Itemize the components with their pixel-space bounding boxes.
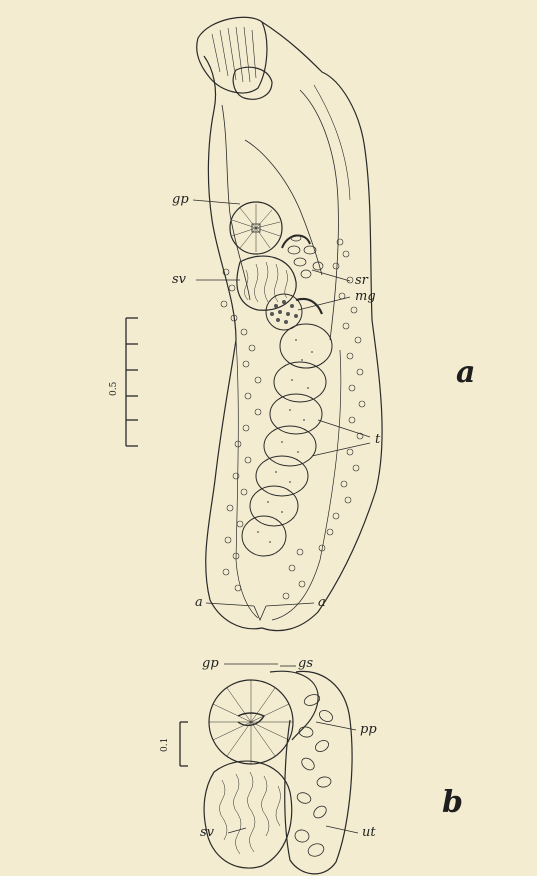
label-genital-sinus-b: gs (298, 657, 313, 670)
label-cecum-right-a: a (318, 596, 326, 609)
figure-a-specimen (197, 17, 382, 630)
scale-label-a: 0.5 (109, 382, 119, 396)
panel-label-b: b (442, 788, 463, 818)
label-seminal-vesicle-b: sv (200, 826, 214, 839)
panel-label-a: a (456, 358, 475, 388)
genital-sucker-rays (232, 204, 280, 252)
label-seminal-receptacle-a: sr (355, 274, 368, 287)
figure-b-specimen (204, 671, 352, 874)
label-testes-a: t (375, 433, 380, 446)
scale-label-b: 0.1 (160, 738, 170, 752)
label-mehlis-gland-a: mg (355, 290, 376, 303)
label-genital-pore-a: gp (172, 193, 189, 206)
label-cecum-left-a: a (195, 596, 203, 609)
leader-lines-b (224, 664, 358, 833)
label-pars-prostatica-b: pp (360, 723, 377, 736)
uterus-eggs-b (294, 693, 334, 859)
vitelline-follicles (221, 239, 365, 599)
label-uterus-b: ut (362, 826, 376, 839)
testes-stipple (257, 339, 313, 543)
scale-bar-a (126, 318, 138, 446)
seminal-vesicle-b (204, 761, 292, 868)
label-genital-pore-b: gp (202, 657, 219, 670)
label-seminal-vesicle-a: sv (172, 273, 186, 286)
testes (242, 324, 332, 556)
pharynx (233, 67, 272, 99)
oral-sucker (197, 17, 267, 93)
scale-bar-b (180, 722, 188, 766)
